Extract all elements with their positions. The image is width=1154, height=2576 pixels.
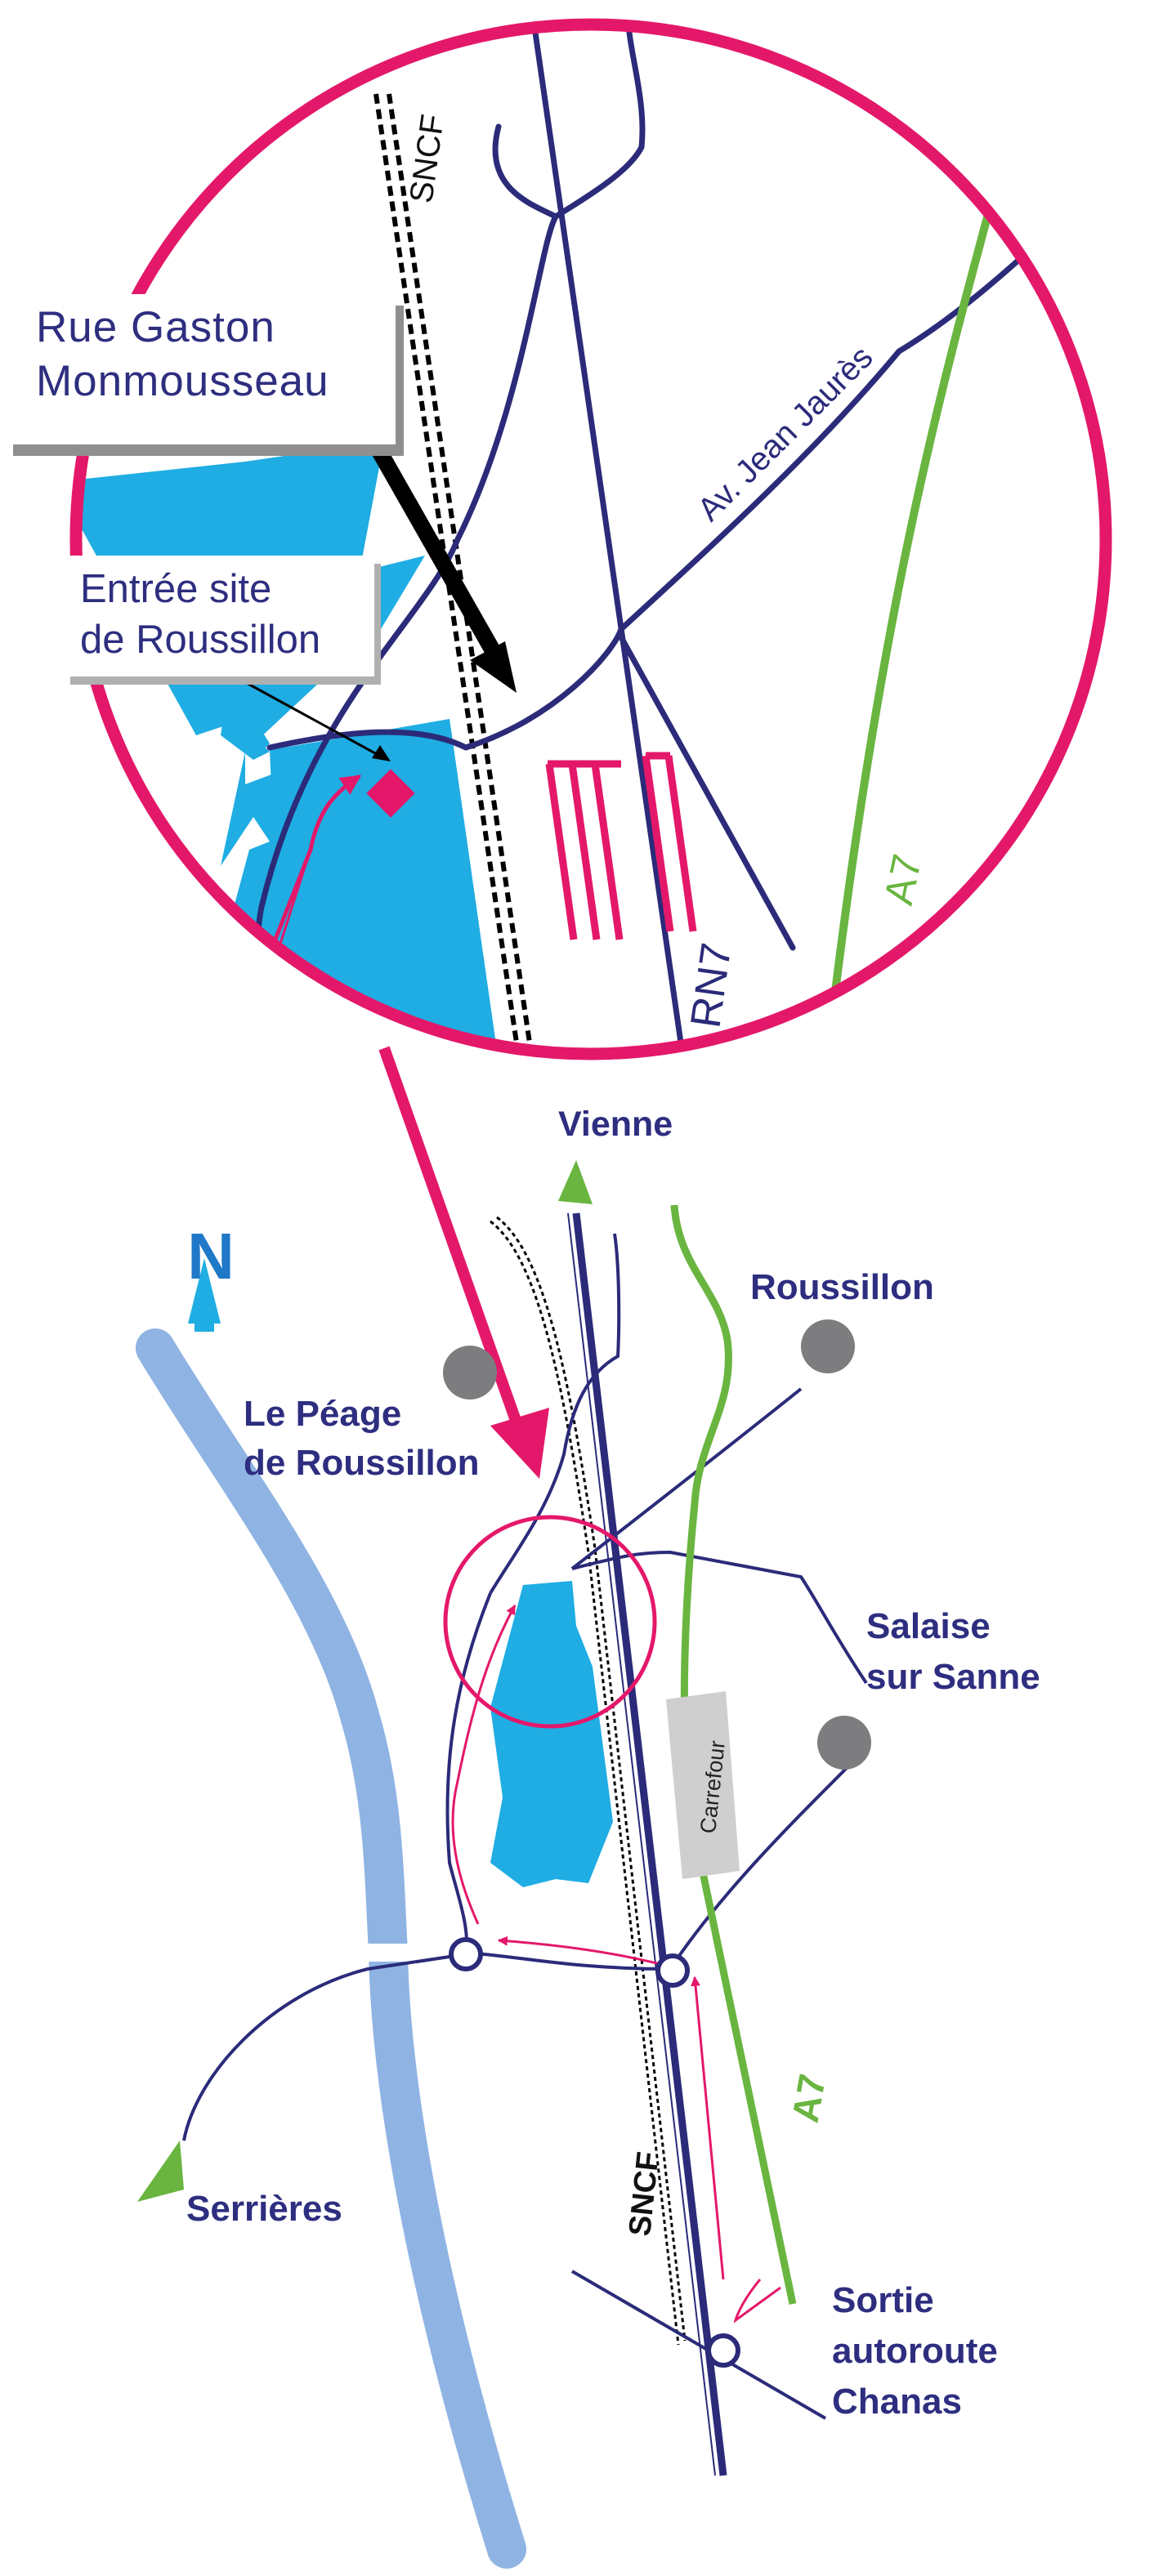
- town-dot-icon: [801, 1319, 855, 1373]
- overview-map: Carrefour N Vienne Roussillon Le Péage d…: [136, 1105, 1040, 2569]
- label-salaise: Salaise sur Sanne: [866, 1606, 1040, 1697]
- label-a7: A7: [784, 2071, 834, 2126]
- label-roussillon: Roussillon: [750, 1267, 934, 1307]
- entrance-pointer: [244, 681, 385, 760]
- magnifier-small: [443, 1515, 657, 1729]
- detail-magnifier: SNCF Av. Jean Jaurès RN7 A7: [69, 18, 1112, 1479]
- roundabout-icon: [706, 2333, 740, 2368]
- label-rn7: RN7: [682, 940, 740, 1031]
- railway: [490, 1216, 687, 2346]
- town-dot-icon: [443, 1346, 497, 1400]
- label-a7-detail: A7: [875, 850, 930, 909]
- town-dot-icon: [817, 1716, 871, 1770]
- carrefour-parking-detail: [545, 752, 697, 940]
- rn7-road-overview: [572, 1212, 727, 2476]
- site-area: [490, 1581, 613, 1887]
- roundabout-icon: [449, 1937, 483, 1971]
- label-sortie: Sortie autoroute Chanas: [832, 2280, 1008, 2422]
- a7-highway-detail: [830, 194, 997, 1006]
- label-avenue: Av. Jean Jaurès: [691, 339, 879, 528]
- roundabout-icon: [655, 1953, 690, 1988]
- callout-entree-site: Entrée site de Roussillon: [64, 556, 374, 676]
- rn7-road: [532, 29, 686, 1054]
- north-arrow-icon: N: [187, 1220, 235, 1332]
- label-sncf-detail: SNCF: [403, 112, 451, 205]
- a7-highway: [670, 1204, 797, 2305]
- svg-text:N: N: [187, 1220, 235, 1292]
- callout-rue-gaston-monmousseau: Rue Gaston Monmousseau: [5, 294, 396, 444]
- river: [136, 1328, 526, 2569]
- triangle-direction-icon: [137, 2141, 184, 2202]
- railway-detail: [373, 93, 536, 1054]
- label-vienne: Vienne: [558, 1105, 673, 1144]
- route-detail: [263, 774, 362, 965]
- street-arrow: [369, 441, 517, 693]
- carrefour-store: Carrefour: [666, 1691, 740, 1879]
- magnifier-pointer: [378, 1046, 525, 1432]
- local-roads: [182, 1233, 868, 2420]
- magnifier-ring: [69, 18, 1112, 1060]
- roads-detail: [255, 29, 1025, 1054]
- label-peage: Le Péage de Roussillon: [244, 1394, 479, 1483]
- diamond-marker-icon: [366, 769, 415, 818]
- triangle-direction-icon: [558, 1160, 593, 1204]
- label-sncf: SNCF: [623, 2150, 666, 2238]
- label-serrieres: Serrières: [186, 2189, 342, 2229]
- route-overview: [451, 1604, 781, 2324]
